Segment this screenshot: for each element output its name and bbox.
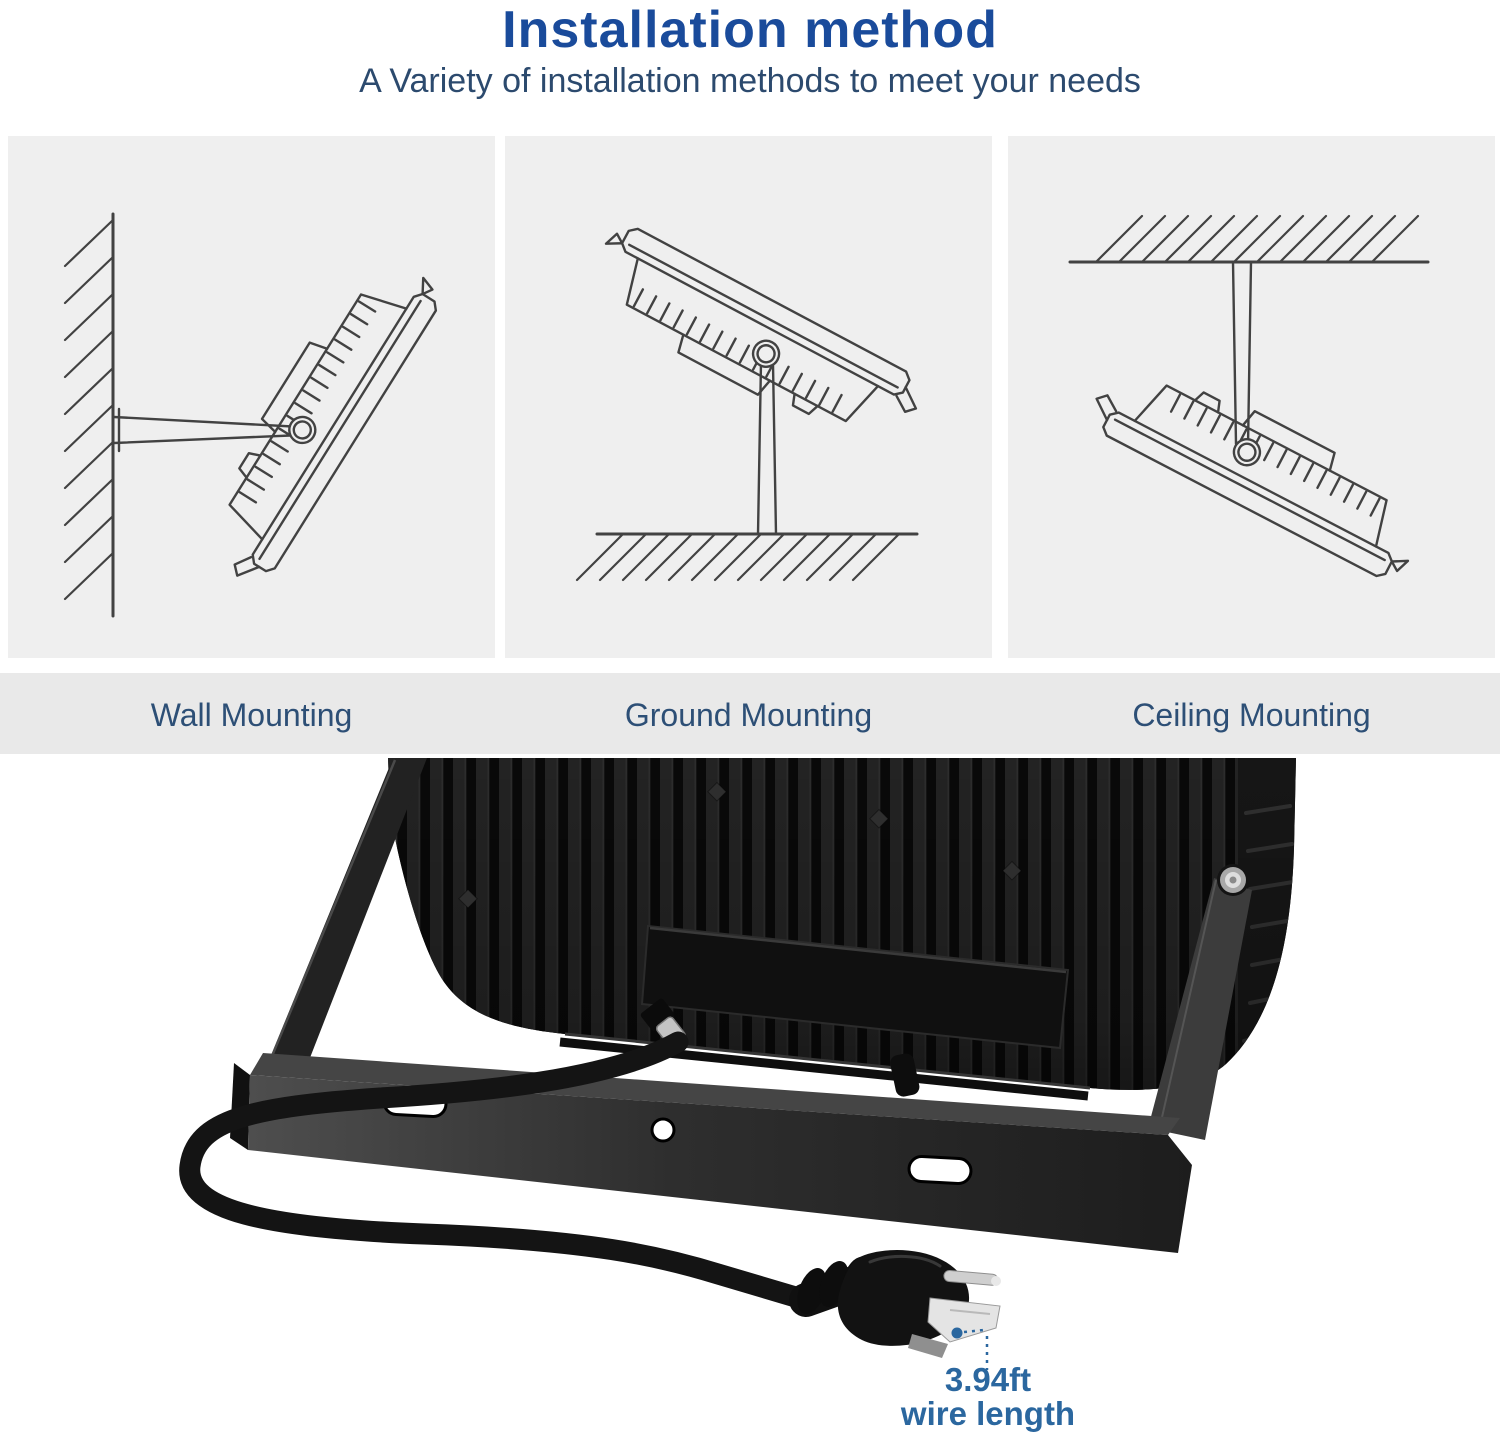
power-plug [789,1250,1001,1358]
product-photo [0,758,1500,1432]
wall-mounting-panel [8,136,495,658]
flood-light-back-photo [179,758,1296,1370]
wire-length-caption: 3.94ft wire length [838,1363,1138,1431]
wire-length-value: 3.94ft [944,1361,1032,1398]
ground-mounting-panel [505,136,992,658]
page-subtitle: A Variety of installation methods to mee… [359,62,1141,100]
wire-length-leader [951,1327,989,1370]
flood-light-body [388,758,1296,1101]
method-label-wall: Wall Mounting [150,697,353,733]
wall-mounting-diagram [63,212,449,618]
wire-length-label: wire length [900,1395,1076,1432]
ceiling-mounting-panel [1008,136,1495,658]
mounting-bracket [230,758,1192,1253]
method-label-band: Wall Mounting Ground Mounting Ceiling Mo… [0,673,1500,754]
bracket-right-arm [1148,864,1252,1140]
page-title: Installation method [502,1,998,59]
ceiling-mounting-diagram [1068,214,1438,587]
method-label-ground: Ground Mounting [624,697,873,733]
ground-mounting-diagram [575,217,931,582]
method-label-ceiling: Ceiling Mounting [1132,697,1371,733]
power-cord [179,1031,817,1311]
